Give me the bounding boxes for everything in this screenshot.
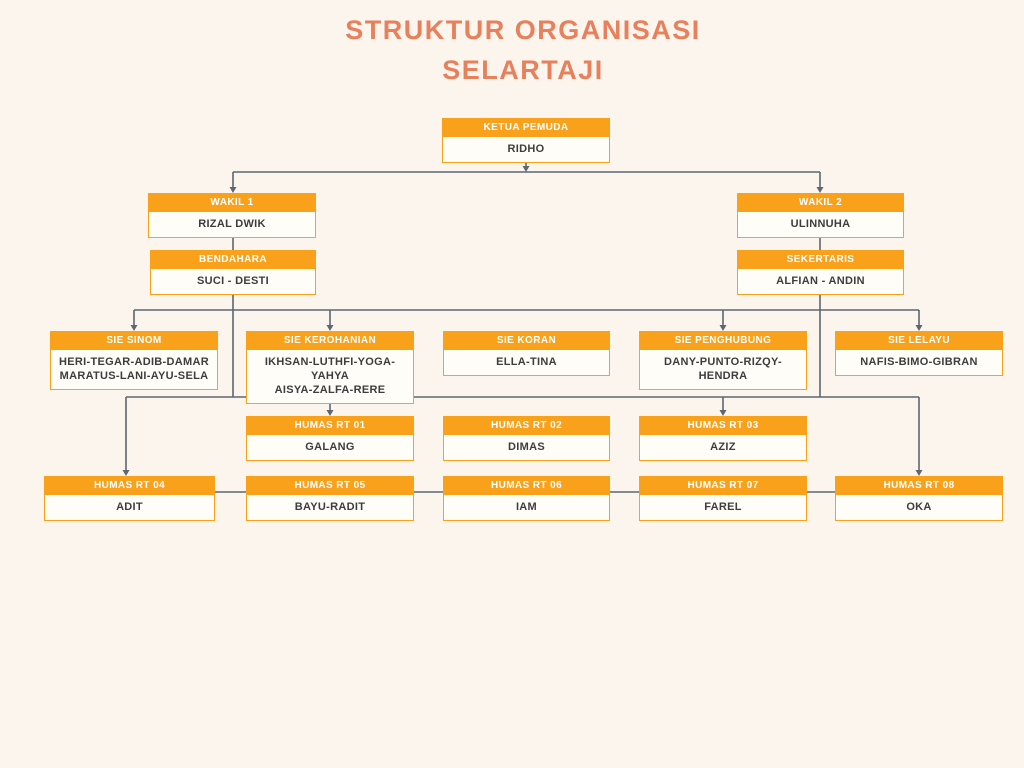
name-line: SUCI - DESTI: [196, 275, 270, 287]
name-line: GALANG: [305, 441, 355, 453]
name-line: IKHSAN-LUTHFI-YOGA-YAHYA: [264, 356, 396, 382]
role-header: HUMAS RT 07: [687, 480, 759, 491]
role-header: HUMAS RT 03: [687, 420, 759, 431]
role-header: WAKIL 1: [210, 197, 254, 208]
role-header: KETUA PEMUDA: [483, 122, 569, 133]
names-body: GALANG: [247, 435, 413, 460]
name-line: DIMAS: [508, 441, 545, 453]
role-header: HUMAS RT 01: [294, 420, 366, 431]
name-line: AZIZ: [710, 441, 736, 453]
names-body: DIMAS: [444, 435, 609, 460]
org-node-humas-rt-08: HUMAS RT 08 OKA: [835, 476, 1003, 521]
role-header: BENDAHARA: [198, 254, 268, 265]
role-header: SEKERTARIS: [786, 254, 855, 265]
name-line: ELLA-TINA: [496, 356, 557, 368]
name-line: RIDHO: [507, 143, 545, 155]
org-node-humas-rt-07: HUMAS RT 07 FAREL: [639, 476, 807, 521]
role-header: SIE KEROHANIAN: [283, 335, 377, 346]
name-line: OKA: [906, 501, 932, 513]
names-body: ALFIAN - ANDIN: [738, 269, 903, 294]
names-body: SUCI - DESTI: [151, 269, 315, 294]
names-body: ELLA-TINA: [444, 350, 609, 375]
role-header: HUMAS RT 02: [490, 420, 563, 431]
org-node-wakil-2: WAKIL 2 ULINNUHA: [737, 193, 904, 238]
name-line: ULINNUHA: [790, 218, 851, 230]
name-line: MARATUS-LANI-AYU-SELA: [59, 370, 209, 382]
org-node-sekertaris: SEKERTARIS ALFIAN - ANDIN: [737, 250, 904, 295]
org-node-humas-rt-04: HUMAS RT 04 ADIT: [44, 476, 215, 521]
org-node-humas-rt-05: HUMAS RT 05 BAYU-RADIT: [246, 476, 414, 521]
names-body: NAFIS-BIMO-GIBRAN: [836, 350, 1002, 375]
name-line: DANY-PUNTO-RIZQY-HENDRA: [664, 356, 782, 382]
role-header: HUMAS RT 05: [294, 480, 366, 491]
name-line: IAM: [515, 501, 538, 513]
org-node-humas-rt-01: HUMAS RT 01 GALANG: [246, 416, 414, 461]
org-node-sie-lelayu: SIE LELAYU NAFIS-BIMO-GIBRAN: [835, 331, 1003, 376]
name-line: BAYU-RADIT: [294, 501, 366, 513]
role-header: SIE PENGHUBUNG: [674, 335, 772, 346]
page-title-line-1: STRUKTUR ORGANISASI: [345, 15, 701, 45]
org-node-sie-penghubung: SIE PENGHUBUNG DANY-PUNTO-RIZQY-HENDRA: [639, 331, 807, 390]
org-node-sie-kerohanian: SIE KEROHANIAN IKHSAN-LUTHFI-YOGA-YAHYA …: [246, 331, 414, 404]
page-title: STRUKTUR ORGANISASI SELARTAJI: [170, 10, 876, 90]
name-line: RIZAL DWIK: [198, 218, 266, 230]
names-body: RIDHO: [443, 137, 609, 162]
role-header: SIE SINOM: [106, 335, 162, 346]
names-body: DANY-PUNTO-RIZQY-HENDRA: [640, 350, 806, 389]
names-body: IKHSAN-LUTHFI-YOGA-YAHYA AISYA-ZALFA-RER…: [247, 350, 413, 403]
name-line: AISYA-ZALFA-RERE: [274, 384, 386, 396]
names-body: HERI-TEGAR-ADIB-DAMAR MARATUS-LANI-AYU-S…: [51, 350, 217, 389]
name-line: ADIT: [116, 501, 143, 513]
org-node-wakil-1: WAKIL 1 RIZAL DWIK: [148, 193, 316, 238]
names-body: OKA: [836, 495, 1002, 520]
names-body: RIZAL DWIK: [149, 212, 315, 237]
names-body: AZIZ: [640, 435, 806, 460]
page-title-line-2: SELARTAJI: [442, 55, 604, 85]
name-line: NAFIS-BIMO-GIBRAN: [860, 356, 978, 368]
names-body: ADIT: [45, 495, 214, 520]
names-body: ULINNUHA: [738, 212, 903, 237]
role-header: SIE KORAN: [496, 335, 557, 346]
name-line: FAREL: [704, 501, 742, 513]
org-node-sie-koran: SIE KORAN ELLA-TINA: [443, 331, 610, 376]
names-body: BAYU-RADIT: [247, 495, 413, 520]
names-body: FAREL: [640, 495, 806, 520]
name-line: ALFIAN - ANDIN: [776, 275, 865, 287]
names-body: IAM: [444, 495, 609, 520]
org-node-humas-rt-02: HUMAS RT 02 DIMAS: [443, 416, 610, 461]
org-node-humas-rt-06: HUMAS RT 06 IAM: [443, 476, 610, 521]
org-node-ketua-pemuda: KETUA PEMUDA RIDHO: [442, 118, 610, 163]
role-header: HUMAS RT 04: [93, 480, 166, 491]
role-header: SIE LELAYU: [888, 335, 950, 346]
role-header: HUMAS RT 06: [490, 480, 563, 491]
role-header: HUMAS RT 08: [883, 480, 955, 491]
org-node-sie-sinom: SIE SINOM HERI-TEGAR-ADIB-DAMAR MARATUS-…: [50, 331, 218, 390]
role-header: WAKIL 2: [798, 197, 843, 208]
org-node-humas-rt-03: HUMAS RT 03 AZIZ: [639, 416, 807, 461]
org-node-bendahara: BENDAHARA SUCI - DESTI: [150, 250, 316, 295]
name-line: HERI-TEGAR-ADIB-DAMAR: [59, 356, 209, 368]
